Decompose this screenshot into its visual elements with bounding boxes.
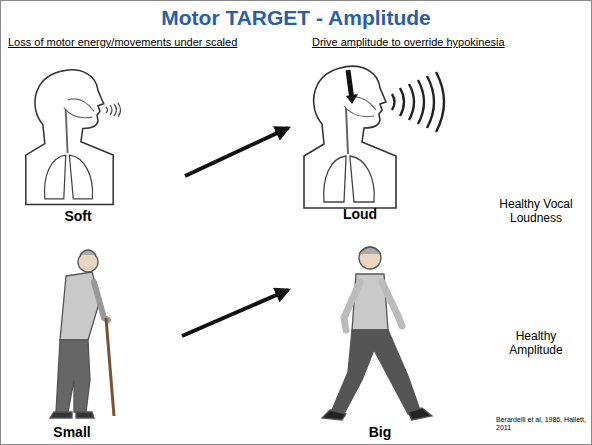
figure-caption: Soft xyxy=(48,208,108,224)
figure-caption: Big xyxy=(350,424,410,440)
figure-caption: Small xyxy=(42,424,102,440)
slide-title: Motor TARGET - Amplitude xyxy=(0,6,592,30)
column-heading: Loss of motor energy/movements under sca… xyxy=(8,36,237,49)
column-heading: Drive amplitude to override hypokinesia xyxy=(312,36,505,49)
citation: Berardelli et al, 1986, Hallett, 2011 xyxy=(496,416,586,432)
figure-caption: Loud xyxy=(330,206,390,222)
side-note: Healthy Vocal Loudness xyxy=(488,198,584,226)
side-note: Healthy Amplitude xyxy=(488,330,584,358)
